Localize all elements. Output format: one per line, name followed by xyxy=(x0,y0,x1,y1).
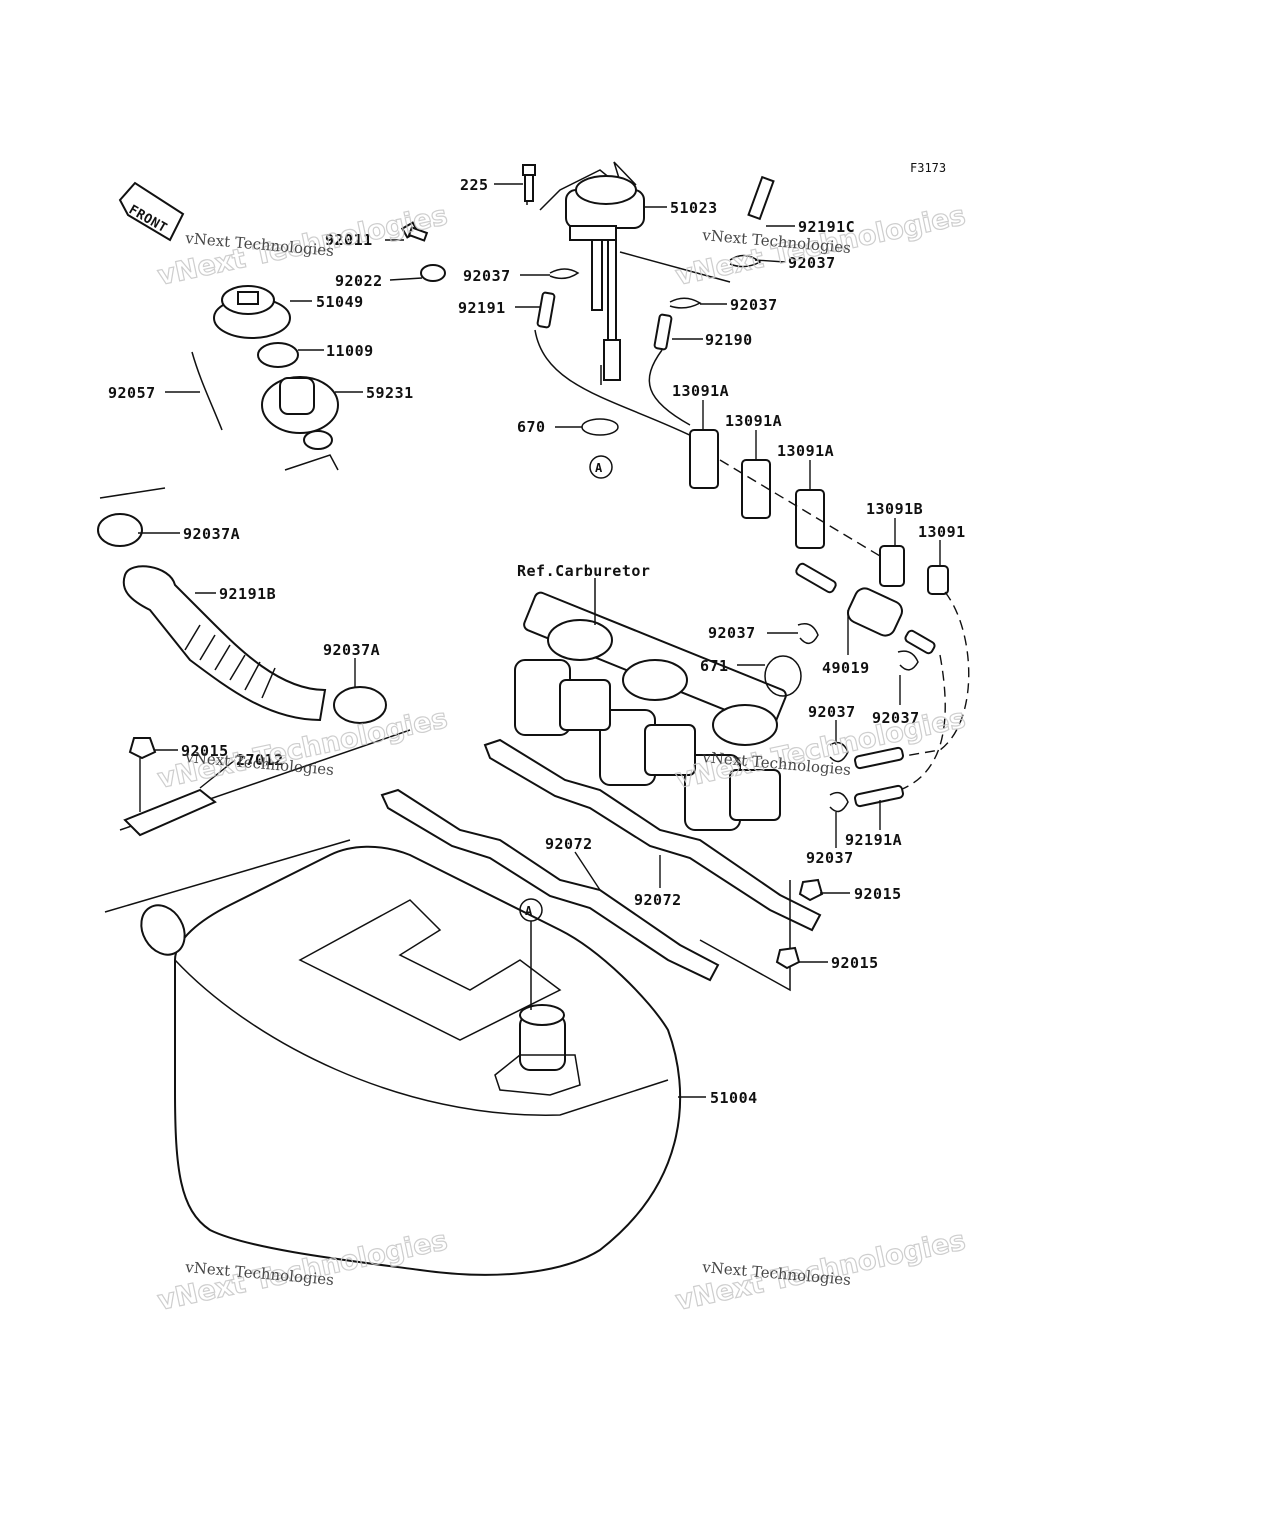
bracket-icon xyxy=(123,788,217,837)
part-label-92057: 92057 xyxy=(108,384,156,402)
tether-icon xyxy=(191,351,223,431)
o-ring-670-icon xyxy=(581,418,619,436)
leader-lines xyxy=(138,183,941,1098)
hose-92191-icon xyxy=(536,291,673,351)
part-label-51004: 51004 xyxy=(710,1089,758,1107)
filler-neck-icon xyxy=(261,376,339,450)
ref-circle-label: A xyxy=(595,461,603,475)
part-label-92011: 92011 xyxy=(325,231,373,249)
hose-clamp-icon xyxy=(333,686,387,724)
part-label-92072: 92072 xyxy=(634,891,682,909)
part-label-92037: 92037 xyxy=(463,267,511,285)
part-label-51023: 51023 xyxy=(670,199,718,217)
clamp-icon xyxy=(829,791,849,813)
part-label-671: 671 xyxy=(700,657,729,675)
front-arrow-icon: FRONT xyxy=(118,181,185,242)
nut-icon xyxy=(128,737,157,760)
vent-hose-icon xyxy=(122,565,327,722)
nut-icon xyxy=(775,946,801,970)
hose-clamp-icon xyxy=(97,513,143,547)
part-label-59231: 59231 xyxy=(366,384,414,402)
carburetor-icon xyxy=(514,591,787,831)
part-label-670: 670 xyxy=(517,418,546,436)
part-label-11009: 11009 xyxy=(326,342,374,360)
ref-carburetor-label: Ref.Carburetor xyxy=(517,562,650,580)
part-label-92015: 92015 xyxy=(831,954,879,972)
part-label-92072: 92072 xyxy=(545,835,593,853)
part-label-13091a: 13091A xyxy=(777,442,834,460)
screw-225-icon xyxy=(522,164,536,202)
part-labels: 225 51023 92191C 92037 92037 92037 92191… xyxy=(108,176,966,1107)
part-label-49019: 49019 xyxy=(822,659,870,677)
gasket-icon xyxy=(257,342,299,368)
figure-code: F3173 xyxy=(910,161,946,175)
part-label-13091a: 13091A xyxy=(725,412,782,430)
part-label-13091b: 13091B xyxy=(866,500,923,518)
part-label-92190: 92190 xyxy=(705,331,753,349)
part-label-92037: 92037 xyxy=(808,703,856,721)
part-label-92191a: 92191A xyxy=(845,831,902,849)
part-label-92037: 92037 xyxy=(788,254,836,272)
part-label-13091a: 13091A xyxy=(672,382,729,400)
part-label-92037: 92037 xyxy=(708,624,756,642)
fuel-tank-icon xyxy=(140,845,682,1276)
nut-icon xyxy=(798,878,824,902)
part-label-13091: 13091 xyxy=(918,523,966,541)
clamp-icon xyxy=(797,623,819,644)
ref-circle-label: A xyxy=(525,904,533,918)
ref-circle-a-top xyxy=(589,455,613,479)
hose-icon xyxy=(854,746,904,770)
part-label-92191: 92191 xyxy=(458,299,506,317)
part-label-92037: 92037 xyxy=(730,296,778,314)
part-label-92191b: 92191B xyxy=(219,585,276,603)
hose-clip-icon xyxy=(689,429,949,595)
part-label-92037: 92037 xyxy=(806,849,854,867)
clamp-icon xyxy=(549,254,762,309)
strap-icon xyxy=(380,738,822,982)
hose-icon xyxy=(854,784,904,808)
part-label-92015: 92015 xyxy=(854,885,902,903)
o-ring-671-icon xyxy=(764,655,802,697)
part-label-225: 225 xyxy=(460,176,489,194)
fuel-tap-icon xyxy=(526,161,645,385)
filler-cap-icon xyxy=(213,285,291,339)
washer-icon xyxy=(420,264,446,282)
part-label-92037: 92037 xyxy=(872,709,920,727)
part-label-92037a: 92037A xyxy=(323,641,380,659)
part-label-92015: 92015 xyxy=(181,742,229,760)
part-label-27012: 27012 xyxy=(236,751,284,769)
part-label-51049: 51049 xyxy=(316,293,364,311)
clamp-icon xyxy=(897,650,919,671)
hose-92191c-icon xyxy=(747,175,775,221)
fuel-filter-icon xyxy=(795,562,936,655)
part-label-92191c: 92191C xyxy=(798,218,855,236)
part-label-92037a: 92037A xyxy=(183,525,240,543)
part-label-92022: 92022 xyxy=(335,272,383,290)
bolt-92011-icon xyxy=(400,221,429,242)
